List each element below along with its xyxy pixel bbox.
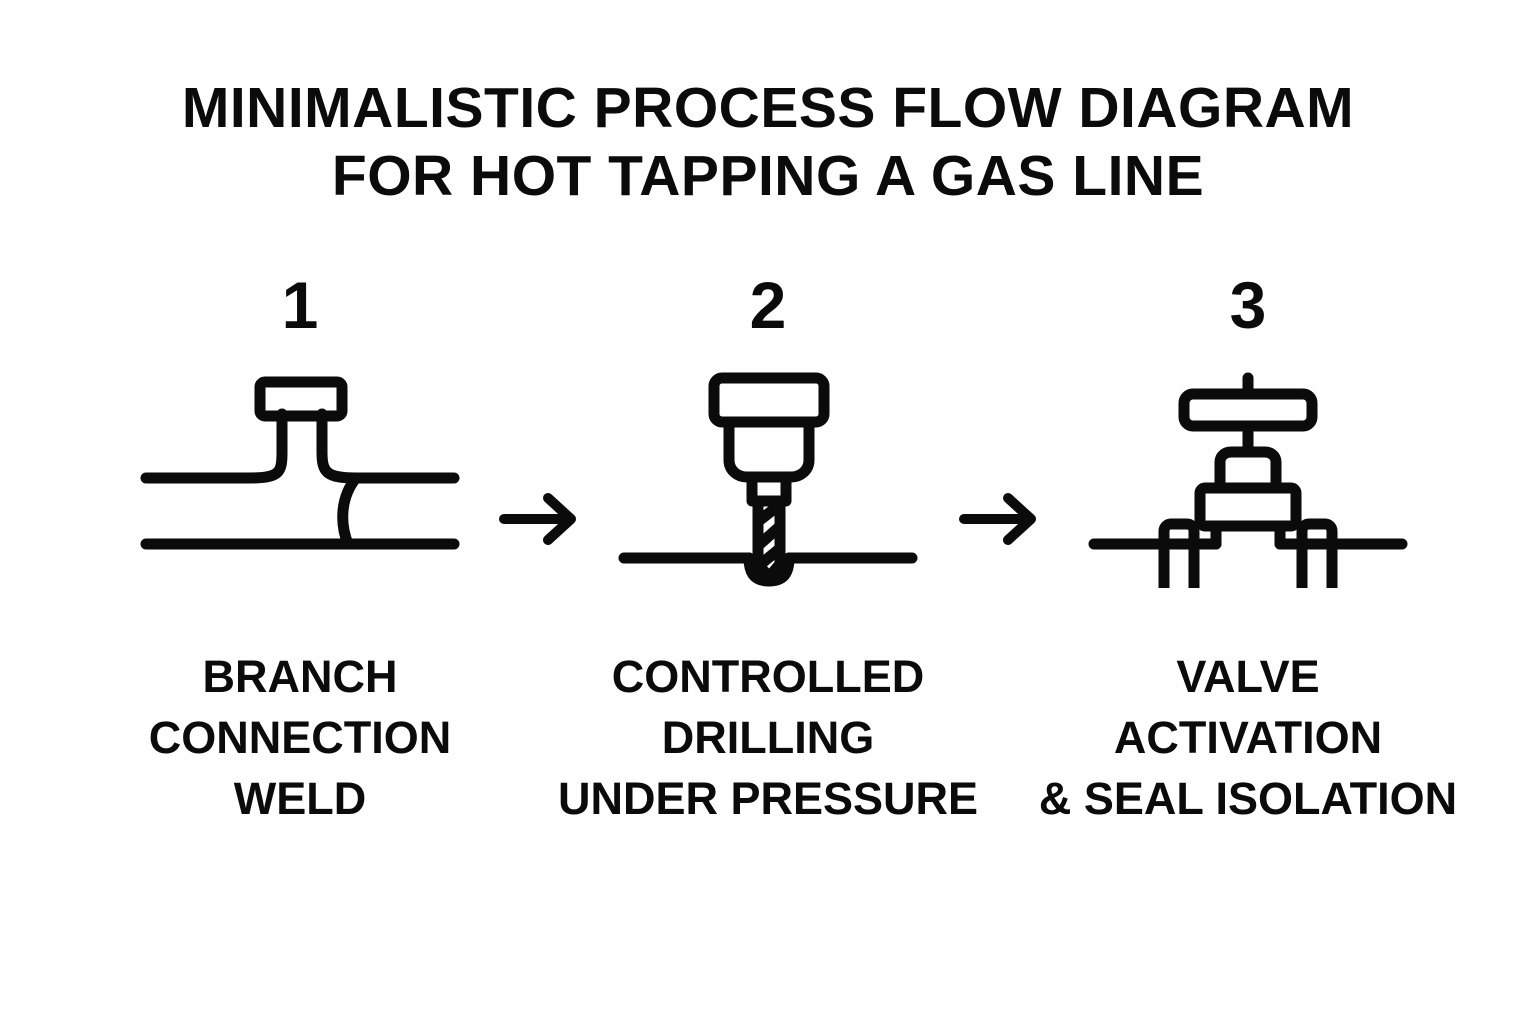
step-caption-2-line-2: DRILLING bbox=[661, 712, 875, 763]
gate-valve-icon bbox=[1028, 368, 1468, 632]
step-caption-2-line-3: UNDER PRESSURE bbox=[557, 773, 979, 824]
step-caption-3-line-2: ACTIVATION bbox=[1113, 712, 1383, 763]
page-title-line-2: FOR HOT TAPPING A GAS LINE bbox=[331, 144, 1205, 208]
drill-under-pressure-icon bbox=[548, 368, 988, 632]
step-caption-3: VALVE ACTIVATION & SEAL ISOLATION bbox=[1008, 646, 1488, 829]
step-caption-2-line-1: CONTROLLED bbox=[611, 651, 925, 702]
branch-connection-tee-icon bbox=[80, 368, 520, 632]
arrow-right-icon-2 bbox=[958, 490, 1054, 550]
step-caption-1-line-1: BRANCH bbox=[202, 651, 398, 702]
process-step-3: 3 bbox=[1028, 272, 1468, 852]
step-caption-3-line-3: & SEAL ISOLATION bbox=[1038, 773, 1458, 824]
step-caption-3-line-1: VALVE bbox=[1176, 651, 1320, 702]
step-caption-1-line-3: WELD bbox=[233, 773, 367, 824]
step-caption-1-line-2: CONNECTION bbox=[148, 712, 452, 763]
process-step-2: 2 bbox=[548, 272, 988, 852]
step-number-3: 3 bbox=[1229, 268, 1267, 342]
arrow-right-icon-1 bbox=[498, 490, 594, 550]
process-step-1: 1 bbox=[80, 272, 520, 852]
process-steps: 1 bbox=[0, 272, 1536, 852]
page-title-line-1: MINIMALISTIC PROCESS FLOW DIAGRAM bbox=[181, 76, 1355, 140]
step-number-2: 2 bbox=[749, 268, 787, 342]
step-caption-1: BRANCH CONNECTION WELD bbox=[60, 646, 540, 829]
step-caption-2: CONTROLLED DRILLING UNDER PRESSURE bbox=[528, 646, 1008, 829]
step-number-1: 1 bbox=[281, 268, 319, 342]
page-title: MINIMALISTIC PROCESS FLOW DIAGRAM FOR HO… bbox=[0, 74, 1536, 210]
